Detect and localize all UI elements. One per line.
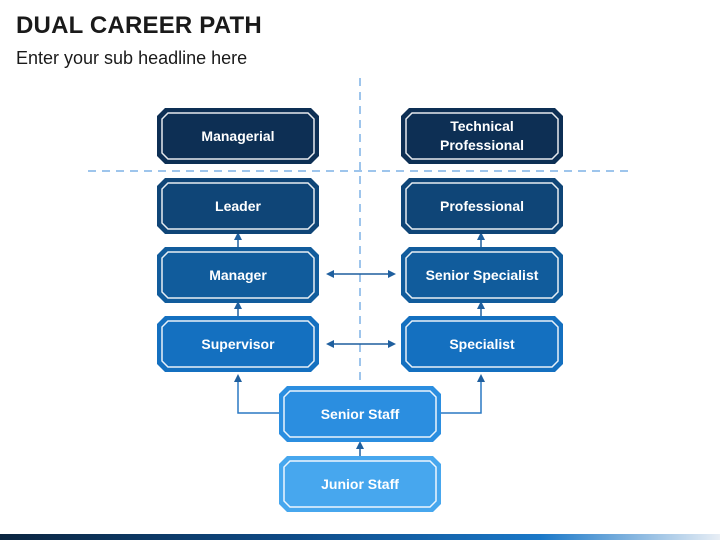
box-professional-shape — [401, 178, 563, 234]
box-technical-label: Technical Professional — [439, 118, 525, 153]
box-senior-specialist-shape — [401, 247, 563, 303]
box-junior-staff-label: Junior Staff — [321, 475, 399, 492]
box-professional-inner-border — [405, 182, 559, 230]
box-specialist-label: Specialist — [449, 335, 515, 352]
box-managerial-inner-border — [161, 112, 315, 160]
box-senior-staff — [279, 386, 441, 442]
arrow-senior-staff-to-supervisor — [234, 374, 280, 414]
box-senior-specialist-label: Senior Specialist — [425, 266, 539, 283]
box-specialist-shape — [401, 316, 563, 372]
box-professional — [401, 178, 563, 234]
box-manager-inner-border — [161, 251, 315, 299]
box-supervisor-shape — [157, 316, 319, 372]
box-senior-staff-inner-border — [283, 390, 437, 438]
box-leader-inner-border — [161, 182, 315, 230]
arrow-senior-staff-to-specialist — [440, 374, 485, 414]
box-managerial-shape — [157, 108, 319, 164]
box-specialist-inner-border — [405, 320, 559, 368]
box-supervisor-inner-border — [161, 320, 315, 368]
page-title: DUAL CAREER PATH — [16, 12, 262, 39]
box-technical-shape — [401, 108, 563, 164]
box-manager-shape — [157, 247, 319, 303]
box-technical-inner-border — [405, 112, 559, 160]
box-senior-specialist — [401, 247, 563, 303]
box-junior-staff-inner-border — [283, 460, 437, 508]
box-junior-staff-shape — [279, 456, 441, 512]
box-supervisor-label: Supervisor — [201, 335, 275, 352]
box-technical — [401, 108, 563, 164]
bottom-accent-bar — [0, 534, 720, 540]
box-specialist — [401, 316, 563, 372]
box-leader — [157, 178, 319, 234]
box-junior-staff — [279, 456, 441, 512]
box-manager — [157, 247, 319, 303]
box-senior-specialist-inner-border — [405, 251, 559, 299]
page-subtitle: Enter your sub headline here — [16, 48, 248, 68]
box-senior-staff-shape — [279, 386, 441, 442]
box-managerial-label: Managerial — [201, 127, 275, 144]
box-senior-staff-label: Senior Staff — [320, 405, 400, 422]
box-leader-shape — [157, 178, 319, 234]
box-manager-label: Manager — [209, 266, 267, 283]
box-managerial — [157, 108, 319, 164]
box-supervisor — [157, 316, 319, 372]
box-professional-label: Professional — [439, 197, 525, 214]
box-leader-label: Leader — [215, 197, 261, 214]
